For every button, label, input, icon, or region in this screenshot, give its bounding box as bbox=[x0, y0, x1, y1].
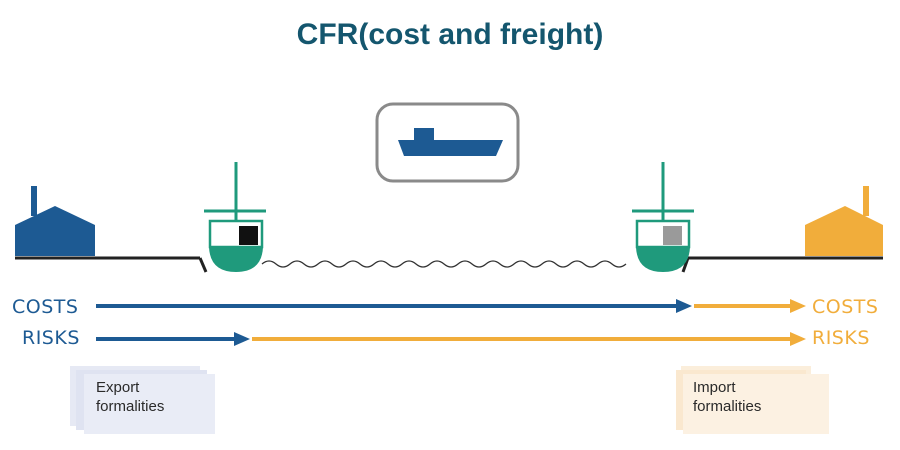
destination-port-boat-icon bbox=[632, 162, 694, 272]
buyer-factory-icon bbox=[805, 186, 883, 256]
loading-port-boat-icon bbox=[204, 162, 266, 272]
import-formalities-line-2: formalities bbox=[693, 398, 762, 415]
quay-lines bbox=[15, 256, 883, 273]
export-formalities-line-2: formalities bbox=[96, 398, 165, 415]
seller-factory-icon bbox=[15, 186, 95, 256]
costs-arrow bbox=[96, 299, 806, 313]
import-formalities-line-1: Import bbox=[693, 379, 736, 396]
costs-label-buyer: COSTS bbox=[812, 296, 879, 318]
sea-freight-ship-icon bbox=[375, 102, 520, 183]
import-formalities-document-icon bbox=[676, 366, 829, 434]
import-formalities-label: Import formalities bbox=[693, 378, 761, 416]
risks-label-buyer: RISKS bbox=[812, 327, 870, 349]
page-title: CFR(cost and freight) bbox=[296, 18, 604, 51]
export-formalities-document-icon bbox=[70, 366, 215, 434]
sea-wave bbox=[261, 260, 627, 268]
risks-arrow bbox=[96, 332, 806, 346]
risks-label-seller: RISKS bbox=[22, 327, 80, 349]
costs-label-seller: COSTS bbox=[12, 296, 79, 318]
export-formalities-line-1: Export bbox=[96, 379, 140, 396]
export-formalities-label: Export formalities bbox=[96, 378, 164, 416]
